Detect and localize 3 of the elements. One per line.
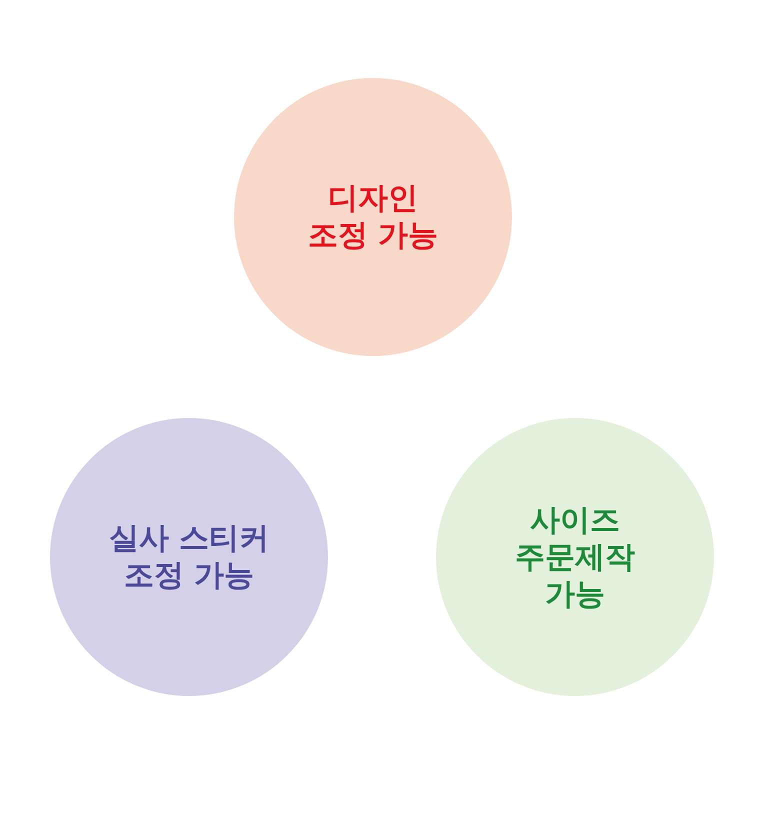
circle-label: 디자인 조정 가능: [306, 180, 440, 254]
circle-label: 실사 스티커 조정 가능: [108, 520, 270, 594]
circle-label: 사이즈 주문제작 가능: [514, 502, 636, 612]
